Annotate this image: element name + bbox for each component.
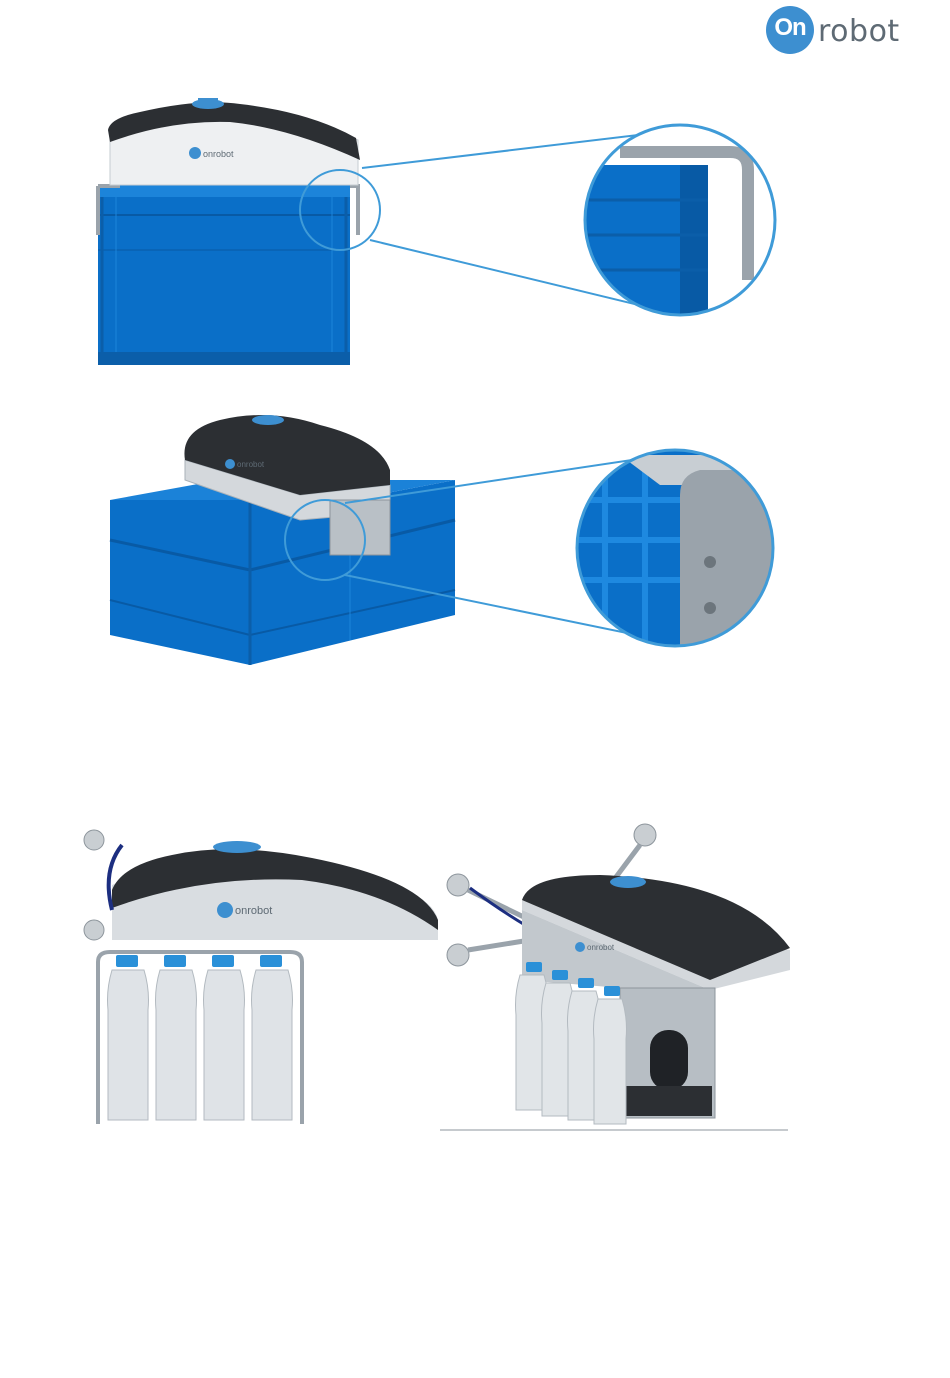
figure-isometric-crate: onrobot <box>100 400 790 675</box>
logo-text: robot <box>818 14 900 49</box>
onrobot-logo: On robot <box>766 6 896 56</box>
figure-bottles-front: onrobot <box>82 820 442 1130</box>
gripper-body: onrobot <box>108 98 360 185</box>
product-label: onrobot <box>587 943 615 952</box>
product-label: onrobot <box>235 905 272 917</box>
gripper-body: onrobot <box>112 841 438 940</box>
crate-front <box>98 185 350 365</box>
figure-bottles-isometric: onrobot <box>440 820 790 1135</box>
logo-mark: On <box>766 14 814 42</box>
logo-badge-icon: On <box>766 6 814 54</box>
product-label: onrobot <box>203 149 234 159</box>
zoom-callout <box>300 120 790 325</box>
product-label: onrobot <box>237 460 265 469</box>
figure-front-view-crate: onrobot <box>80 90 800 380</box>
bottles <box>108 955 293 1120</box>
